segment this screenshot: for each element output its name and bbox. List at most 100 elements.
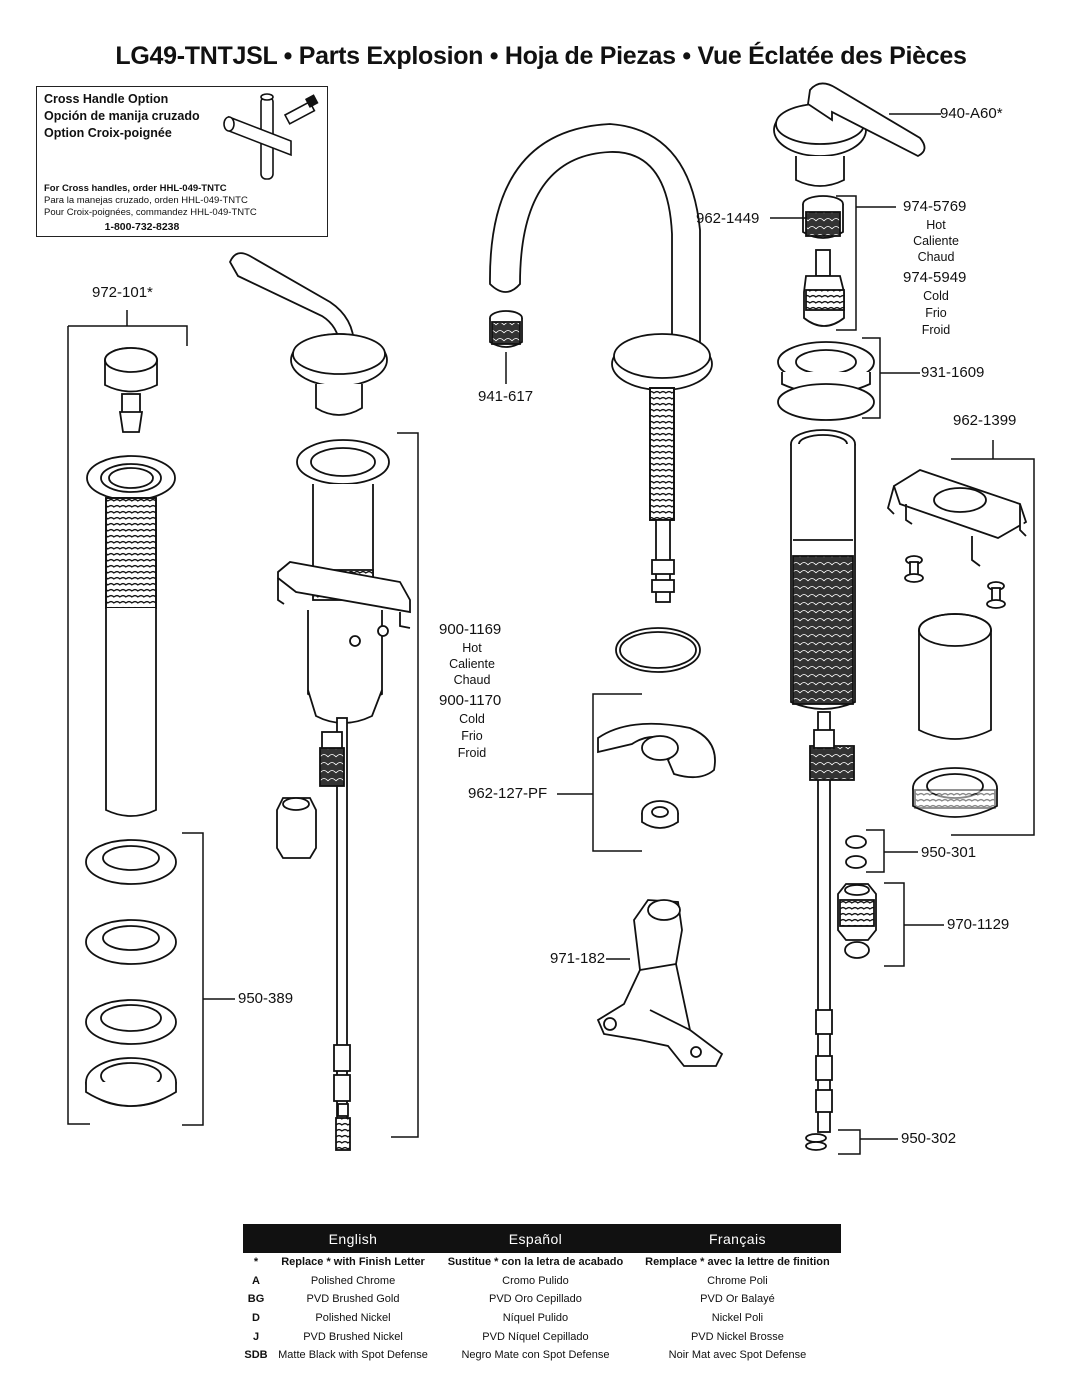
bracket-950-301 bbox=[866, 829, 918, 873]
label-900-1169-chaud: Chaud bbox=[453, 673, 491, 687]
bracket-972 bbox=[67, 310, 188, 1125]
bracket-950-389 bbox=[182, 832, 235, 1126]
label-974-5769-hot: Hot bbox=[926, 218, 946, 232]
label-900-1170-cold: Cold bbox=[459, 712, 485, 726]
label-900-1169-hot: Hot bbox=[462, 641, 482, 655]
label-950-389: 950-389 bbox=[238, 990, 294, 1007]
label-974-5949-frio: Frio bbox=[925, 306, 947, 320]
legend-fr: Nickel Poli bbox=[711, 1312, 764, 1325]
legend-fr: Remplace * avec la lettre de finition bbox=[645, 1256, 830, 1269]
option-order-es: Para la manejas cruzado, orden HHL-049-T… bbox=[44, 195, 248, 206]
option-order-fr: Pour Croix-poignées, commandez HHL-049-T… bbox=[44, 207, 257, 218]
legend-es: Sustitue * con la letra de acabado bbox=[447, 1256, 624, 1269]
legend-header-blank bbox=[243, 1224, 269, 1253]
bracket-970 bbox=[884, 882, 944, 967]
right-handle bbox=[773, 82, 926, 187]
hex-nut bbox=[912, 767, 998, 818]
label-900-1169: 900-1169 bbox=[439, 621, 502, 638]
legend-en: Replace * with Finish Letter bbox=[281, 1256, 425, 1269]
label-962-1449: 962-1449 bbox=[696, 210, 760, 227]
legend-code: J bbox=[252, 1330, 260, 1343]
label-950-302: 950-302 bbox=[901, 1130, 957, 1147]
label-940-a60: 940-A60* bbox=[940, 105, 1003, 122]
parts-explosion-drawing bbox=[67, 82, 1035, 1155]
left-handle bbox=[228, 252, 388, 416]
legend-header-english: English bbox=[269, 1224, 438, 1253]
label-974-5949-cold: Cold bbox=[923, 289, 949, 303]
ring-plate bbox=[597, 722, 716, 829]
legend-en: PVD Brushed Gold bbox=[306, 1293, 400, 1306]
bracket-931 bbox=[862, 337, 920, 419]
label-900-1169-caliente: Caliente bbox=[449, 657, 495, 671]
legend-row: SDB Matte Black with Spot Defense Negro … bbox=[243, 1346, 841, 1365]
label-900-1170-froid: Froid bbox=[457, 746, 487, 760]
finish-legend: English Español Français * Replace * wit… bbox=[243, 1224, 841, 1365]
option-heading-fr: Option Croix-poignée bbox=[44, 126, 172, 140]
label-962-1399: 962-1399 bbox=[953, 412, 1017, 429]
legend-es: PVD Níquel Cepillado bbox=[482, 1330, 589, 1343]
legend-code: D bbox=[252, 1312, 260, 1325]
clip-bracket bbox=[886, 469, 1028, 567]
label-900-1170: 900-1170 bbox=[439, 692, 502, 709]
option-heading-es: Opción de manija cruzado bbox=[44, 109, 200, 123]
left-valve bbox=[277, 439, 411, 1151]
right-valve bbox=[790, 429, 856, 1151]
legend-header-row: English Español Français bbox=[243, 1224, 841, 1253]
legend-en: Polished Chrome bbox=[310, 1274, 396, 1287]
bracket-900 bbox=[391, 432, 419, 1138]
label-974-5949: 974-5949 bbox=[903, 269, 967, 286]
label-962-127-pf: 962-127-PF bbox=[468, 785, 548, 802]
option-order-en: For Cross handles, order HHL-049-TNTC bbox=[44, 183, 227, 194]
legend-en: PVD Brushed Nickel bbox=[303, 1330, 403, 1343]
option-phone: 1-800-732-8238 bbox=[104, 221, 180, 233]
mounting-bracket bbox=[596, 899, 724, 1067]
aerator bbox=[489, 310, 523, 348]
label-950-301: 950-301 bbox=[921, 844, 977, 861]
label-971-182: 971-182 bbox=[550, 950, 606, 967]
bracket-962-127 bbox=[557, 693, 642, 852]
label-974-5769: 974-5769 bbox=[903, 198, 967, 215]
legend-en: Matte Black with Spot Defense bbox=[278, 1349, 428, 1362]
option-heading-en: Cross Handle Option bbox=[44, 92, 169, 106]
bracket-974 bbox=[770, 195, 896, 331]
cross-handle-option-box: Cross Handle Option Opción de manija cru… bbox=[36, 86, 328, 237]
left-adapter bbox=[276, 797, 317, 859]
label-974-5769-chaud: Chaud bbox=[917, 250, 955, 264]
label-931-1609: 931-1609 bbox=[921, 364, 985, 381]
escutcheon-rings bbox=[777, 341, 875, 421]
legend-fr: PVD Or Balayé bbox=[700, 1293, 775, 1306]
cross-handle-drawing bbox=[223, 93, 319, 180]
legend-row: * Replace * with Finish Letter Sustitue … bbox=[243, 1253, 841, 1272]
bracket-950-302 bbox=[838, 1129, 898, 1155]
legend-row: A Polished Chrome Cromo Pulido Chrome Po… bbox=[243, 1272, 841, 1291]
legend-fr: Chrome Poli bbox=[707, 1274, 768, 1287]
legend-fr: PVD Nickel Brosse bbox=[690, 1330, 784, 1343]
sleeve bbox=[918, 613, 992, 740]
legend-es: Cromo Pulido bbox=[502, 1274, 569, 1287]
legend-es: Negro Mate con Spot Defense bbox=[461, 1349, 610, 1362]
page-title: LG49-TNTJSL • Parts Explosion • Hoja de … bbox=[115, 42, 967, 70]
legend-fr: Noir Mat avec Spot Defense bbox=[668, 1349, 807, 1362]
legend-row: D Polished Nickel Níquel Pulido Nickel P… bbox=[243, 1309, 841, 1328]
bracket-962-1399 bbox=[951, 440, 1035, 836]
spout bbox=[489, 123, 713, 673]
legend-es: Níquel Pulido bbox=[502, 1312, 569, 1325]
adapter-970 bbox=[837, 883, 877, 959]
legend-en: Polished Nickel bbox=[315, 1312, 391, 1325]
legend-code: * bbox=[253, 1256, 259, 1269]
screws bbox=[904, 555, 1006, 609]
label-941-617: 941-617 bbox=[478, 388, 534, 405]
label-974-5769-caliente: Caliente bbox=[913, 234, 959, 248]
label-972-101: 972-101* bbox=[92, 284, 153, 301]
o-rings-950-301 bbox=[845, 835, 867, 869]
legend-code: BG bbox=[247, 1293, 265, 1306]
drain-assembly bbox=[85, 347, 177, 1107]
legend-row: J PVD Brushed Nickel PVD Níquel Cepillad… bbox=[243, 1327, 841, 1346]
legend-code: SDB bbox=[244, 1349, 268, 1362]
legend-code: A bbox=[252, 1274, 260, 1287]
legend-header-espanol: Español bbox=[437, 1224, 634, 1253]
label-974-5949-froid: Froid bbox=[921, 323, 951, 337]
legend-row: BG PVD Brushed Gold PVD Oro Cepillado PV… bbox=[243, 1290, 841, 1309]
label-900-1170-frio: Frio bbox=[461, 729, 483, 743]
cartridge bbox=[802, 195, 845, 327]
